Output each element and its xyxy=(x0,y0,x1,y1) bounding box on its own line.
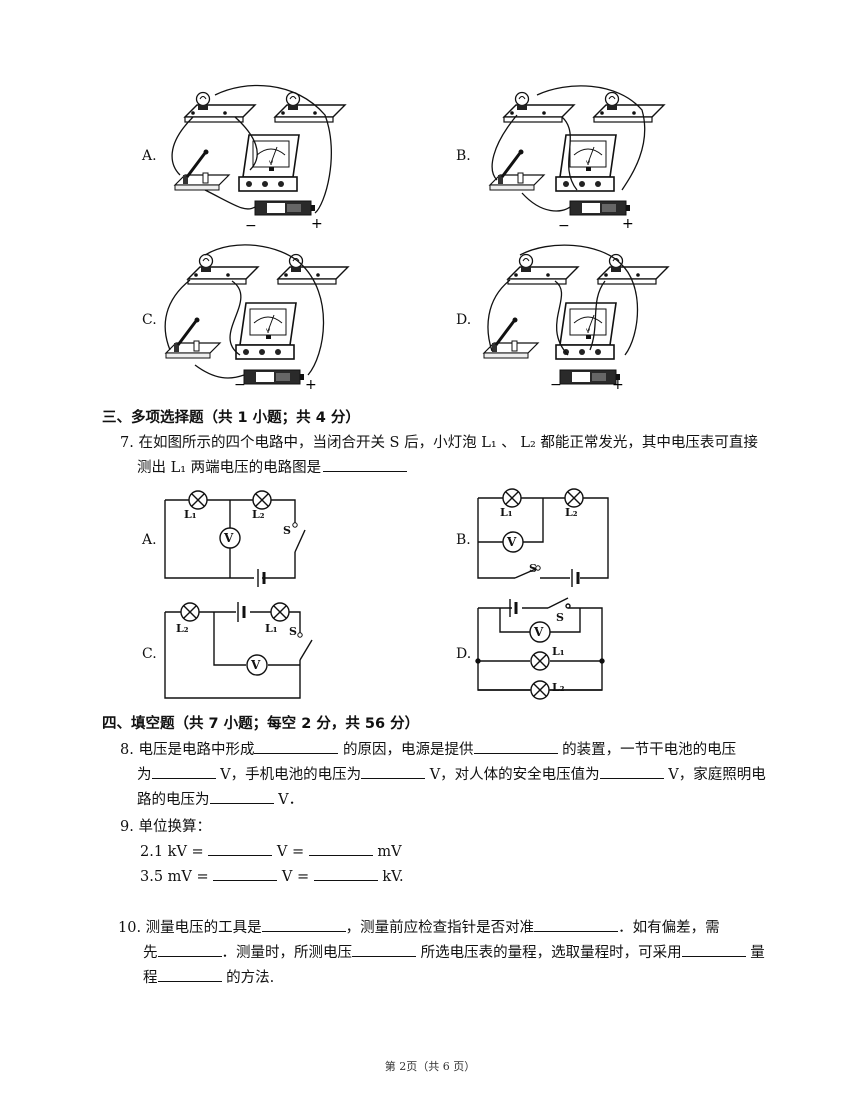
q8-line3: 路的电压为 V． xyxy=(120,788,780,813)
q8-line2: 为 V，手机电池的电压为 V，对人体的安全电压值为 V，家庭照明电 xyxy=(120,763,780,788)
q10-blank-1[interactable] xyxy=(261,916,346,932)
svg-text:+: + xyxy=(305,377,317,393)
c-lamp-left-label: L₂ xyxy=(176,622,189,635)
circuit-option-a-label[interactable]: A. xyxy=(142,532,157,548)
d-meter-label: V xyxy=(534,625,544,639)
photo-option-d-label[interactable]: D. xyxy=(456,312,472,328)
q8-blank-1[interactable] xyxy=(254,738,339,754)
section4-title: 四、填空题（共 7 小题；每空 2 分，共 56 分） xyxy=(102,716,420,732)
a-meter-label: V xyxy=(224,531,234,545)
svg-text:−: − xyxy=(234,377,246,393)
q9-blank-3[interactable] xyxy=(213,865,278,881)
a-lamp-left-label: L₁ xyxy=(184,508,197,521)
section3-title: 三、多项选择题（共 1 小题；共 4 分） xyxy=(102,410,360,426)
circuit-option-d xyxy=(475,597,605,691)
q8-blank-4[interactable] xyxy=(361,763,426,779)
b-meter-label: V xyxy=(507,535,517,549)
circuit-option-a xyxy=(164,499,306,587)
q10: 10. 测量电压的工具是，测量前应检查指针是否对准．如有偏差，需 先．测量时，所… xyxy=(118,916,780,991)
photo-option-a: − + xyxy=(171,84,346,234)
q10-blank-5[interactable] xyxy=(681,941,746,957)
q10-line3: 程 的方法. xyxy=(118,966,780,991)
q9-blank-4[interactable] xyxy=(313,865,378,881)
q9-blank-2[interactable] xyxy=(308,840,373,856)
circuit-option-c xyxy=(164,602,313,699)
q10-blank-6[interactable] xyxy=(157,966,222,982)
svg-text:+: + xyxy=(612,377,624,393)
d-lamp-top-label: L₁ xyxy=(552,645,565,658)
d-switch-label: S xyxy=(556,611,564,624)
q8-blank-5[interactable] xyxy=(599,763,664,779)
c-meter-label: V xyxy=(251,658,261,672)
circuit-option-b-label[interactable]: B. xyxy=(456,532,471,548)
q7-line2: 测出 L₁ 两端电压的电路图是 xyxy=(120,456,780,481)
a-switch-label: S xyxy=(283,524,291,537)
svg-text:−: − xyxy=(558,218,570,234)
photo-option-c-label[interactable]: C. xyxy=(142,312,157,328)
q10-blank-4[interactable] xyxy=(352,941,416,957)
q8-line1: 8. 电压是电路中形成 的原因，电源是提供 的装置，一节干电池的电压 xyxy=(120,738,780,763)
c-lamp-right-label: L₁ xyxy=(265,622,278,635)
c-switch-label: S xyxy=(289,625,297,638)
b-lamp-right-label: L₂ xyxy=(565,506,578,519)
d-lamp-bottom-label: L₂ xyxy=(552,681,565,694)
svg-text:+: + xyxy=(622,216,634,232)
q9-blank-1[interactable] xyxy=(208,840,273,856)
q9: 9. 单位换算： 2.1 kV = V = mV 3.5 mV = V = kV… xyxy=(120,815,780,890)
circuit-schematics xyxy=(164,488,609,700)
q8-blank-3[interactable] xyxy=(151,763,216,779)
svg-text:−: − xyxy=(245,218,257,234)
b-switch-label: S xyxy=(529,562,537,575)
circuit-photos: V − + xyxy=(164,84,669,393)
photo-option-c: − + xyxy=(164,244,349,393)
page-footer: 第 2页（共 6 页） xyxy=(384,1060,476,1073)
circuit-option-d-label[interactable]: D. xyxy=(456,646,472,662)
b-lamp-left-label: L₁ xyxy=(500,506,513,519)
q7-line1: 7. 在如图所示的四个电路中，当闭合开关 S 后，小灯泡 L₁ 、 L₂ 都能正… xyxy=(120,435,758,451)
svg-text:−: − xyxy=(550,377,562,393)
circuit-option-b xyxy=(477,497,609,587)
photo-option-d: − + xyxy=(482,244,669,393)
photo-option-b: − + xyxy=(488,85,665,234)
svg-text:+: + xyxy=(311,216,323,232)
q10-blank-3[interactable] xyxy=(157,941,222,957)
circuit-option-c-label[interactable]: C. xyxy=(142,646,157,662)
a-lamp-right-label: L₂ xyxy=(252,508,265,521)
q9-row1: 2.1 kV = V = mV xyxy=(120,840,780,865)
photo-option-a-label[interactable]: A. xyxy=(142,148,157,164)
q8: 8. 电压是电路中形成 的原因，电源是提供 的装置，一节干电池的电压 为 V，手… xyxy=(120,738,780,813)
q10-line2: 先．测量时，所测电压 所选电压表的量程，选取量程时，可采用 量 xyxy=(118,941,780,966)
q9-title: 9. 单位换算： xyxy=(120,819,211,835)
q9-row2: 3.5 mV = V = kV. xyxy=(120,865,780,890)
q10-line1: 10. 测量电压的工具是，测量前应检查指针是否对准．如有偏差，需 xyxy=(118,916,780,941)
q7-answer-blank[interactable] xyxy=(323,456,408,472)
q10-blank-2[interactable] xyxy=(534,916,619,932)
photo-option-b-label[interactable]: B. xyxy=(456,148,471,164)
q7-stem: 7. 在如图所示的四个电路中，当闭合开关 S 后，小灯泡 L₁ 、 L₂ 都能正… xyxy=(120,431,780,481)
q8-blank-6[interactable] xyxy=(209,788,274,804)
q8-blank-2[interactable] xyxy=(473,738,558,754)
